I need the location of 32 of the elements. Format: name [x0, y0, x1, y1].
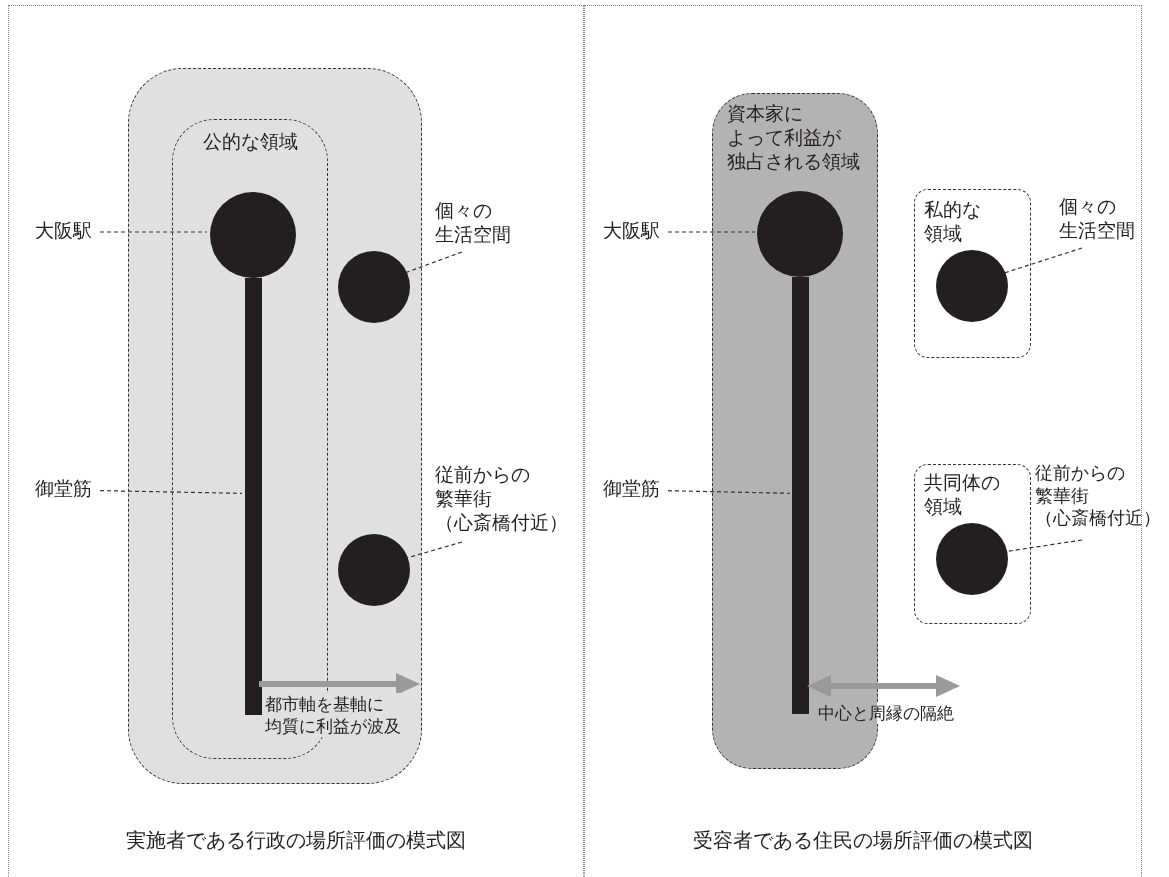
vertical-bar — [792, 277, 809, 714]
double-arrow — [807, 675, 960, 697]
edge-label: 中心と周縁の隔絶 — [816, 702, 956, 725]
leader-line — [406, 541, 463, 559]
leader-line — [99, 490, 243, 494]
callout-label: 個々の生活空間 — [435, 199, 525, 251]
dashed-region — [914, 464, 1031, 624]
leader-line — [667, 231, 756, 233]
callout-label: 個々の生活空間 — [1059, 195, 1143, 247]
shaded-region — [128, 68, 422, 784]
region-label: 資本家によって利益が独占される領域 — [727, 102, 860, 174]
edge-label: 都市軸を基軸に均質に利益が波及 — [263, 693, 403, 738]
leader-line — [667, 490, 791, 494]
vertical-bar — [245, 278, 262, 715]
callout-label: 従前からの繁華街（心斎橋付近） — [1035, 462, 1165, 538]
callout-label: 大阪駅 — [603, 219, 669, 247]
leader-line — [1003, 247, 1083, 274]
arrow — [259, 673, 420, 695]
callout-label: 御堂筋 — [35, 477, 101, 505]
region-label: 公的な領域 — [202, 130, 298, 154]
region-label: 共同体の領域 — [924, 471, 1000, 519]
leader-line — [99, 231, 208, 233]
callout-label: 御堂筋 — [603, 477, 669, 505]
region-label: 私的な領域 — [924, 198, 981, 246]
callout-label: 従前からの繁華街（心斎橋付近） — [435, 463, 577, 541]
diagram-panel — [8, 5, 584, 877]
diagram-panel — [584, 5, 1142, 877]
leader-line — [405, 251, 463, 274]
panel-caption: 受容者である住民の場所評価の模式図 — [692, 828, 1034, 853]
dashed-region — [914, 189, 1031, 358]
callout-label: 大阪駅 — [35, 219, 101, 247]
panel-caption: 実施者である行政の場所評価の模式図 — [125, 828, 467, 853]
